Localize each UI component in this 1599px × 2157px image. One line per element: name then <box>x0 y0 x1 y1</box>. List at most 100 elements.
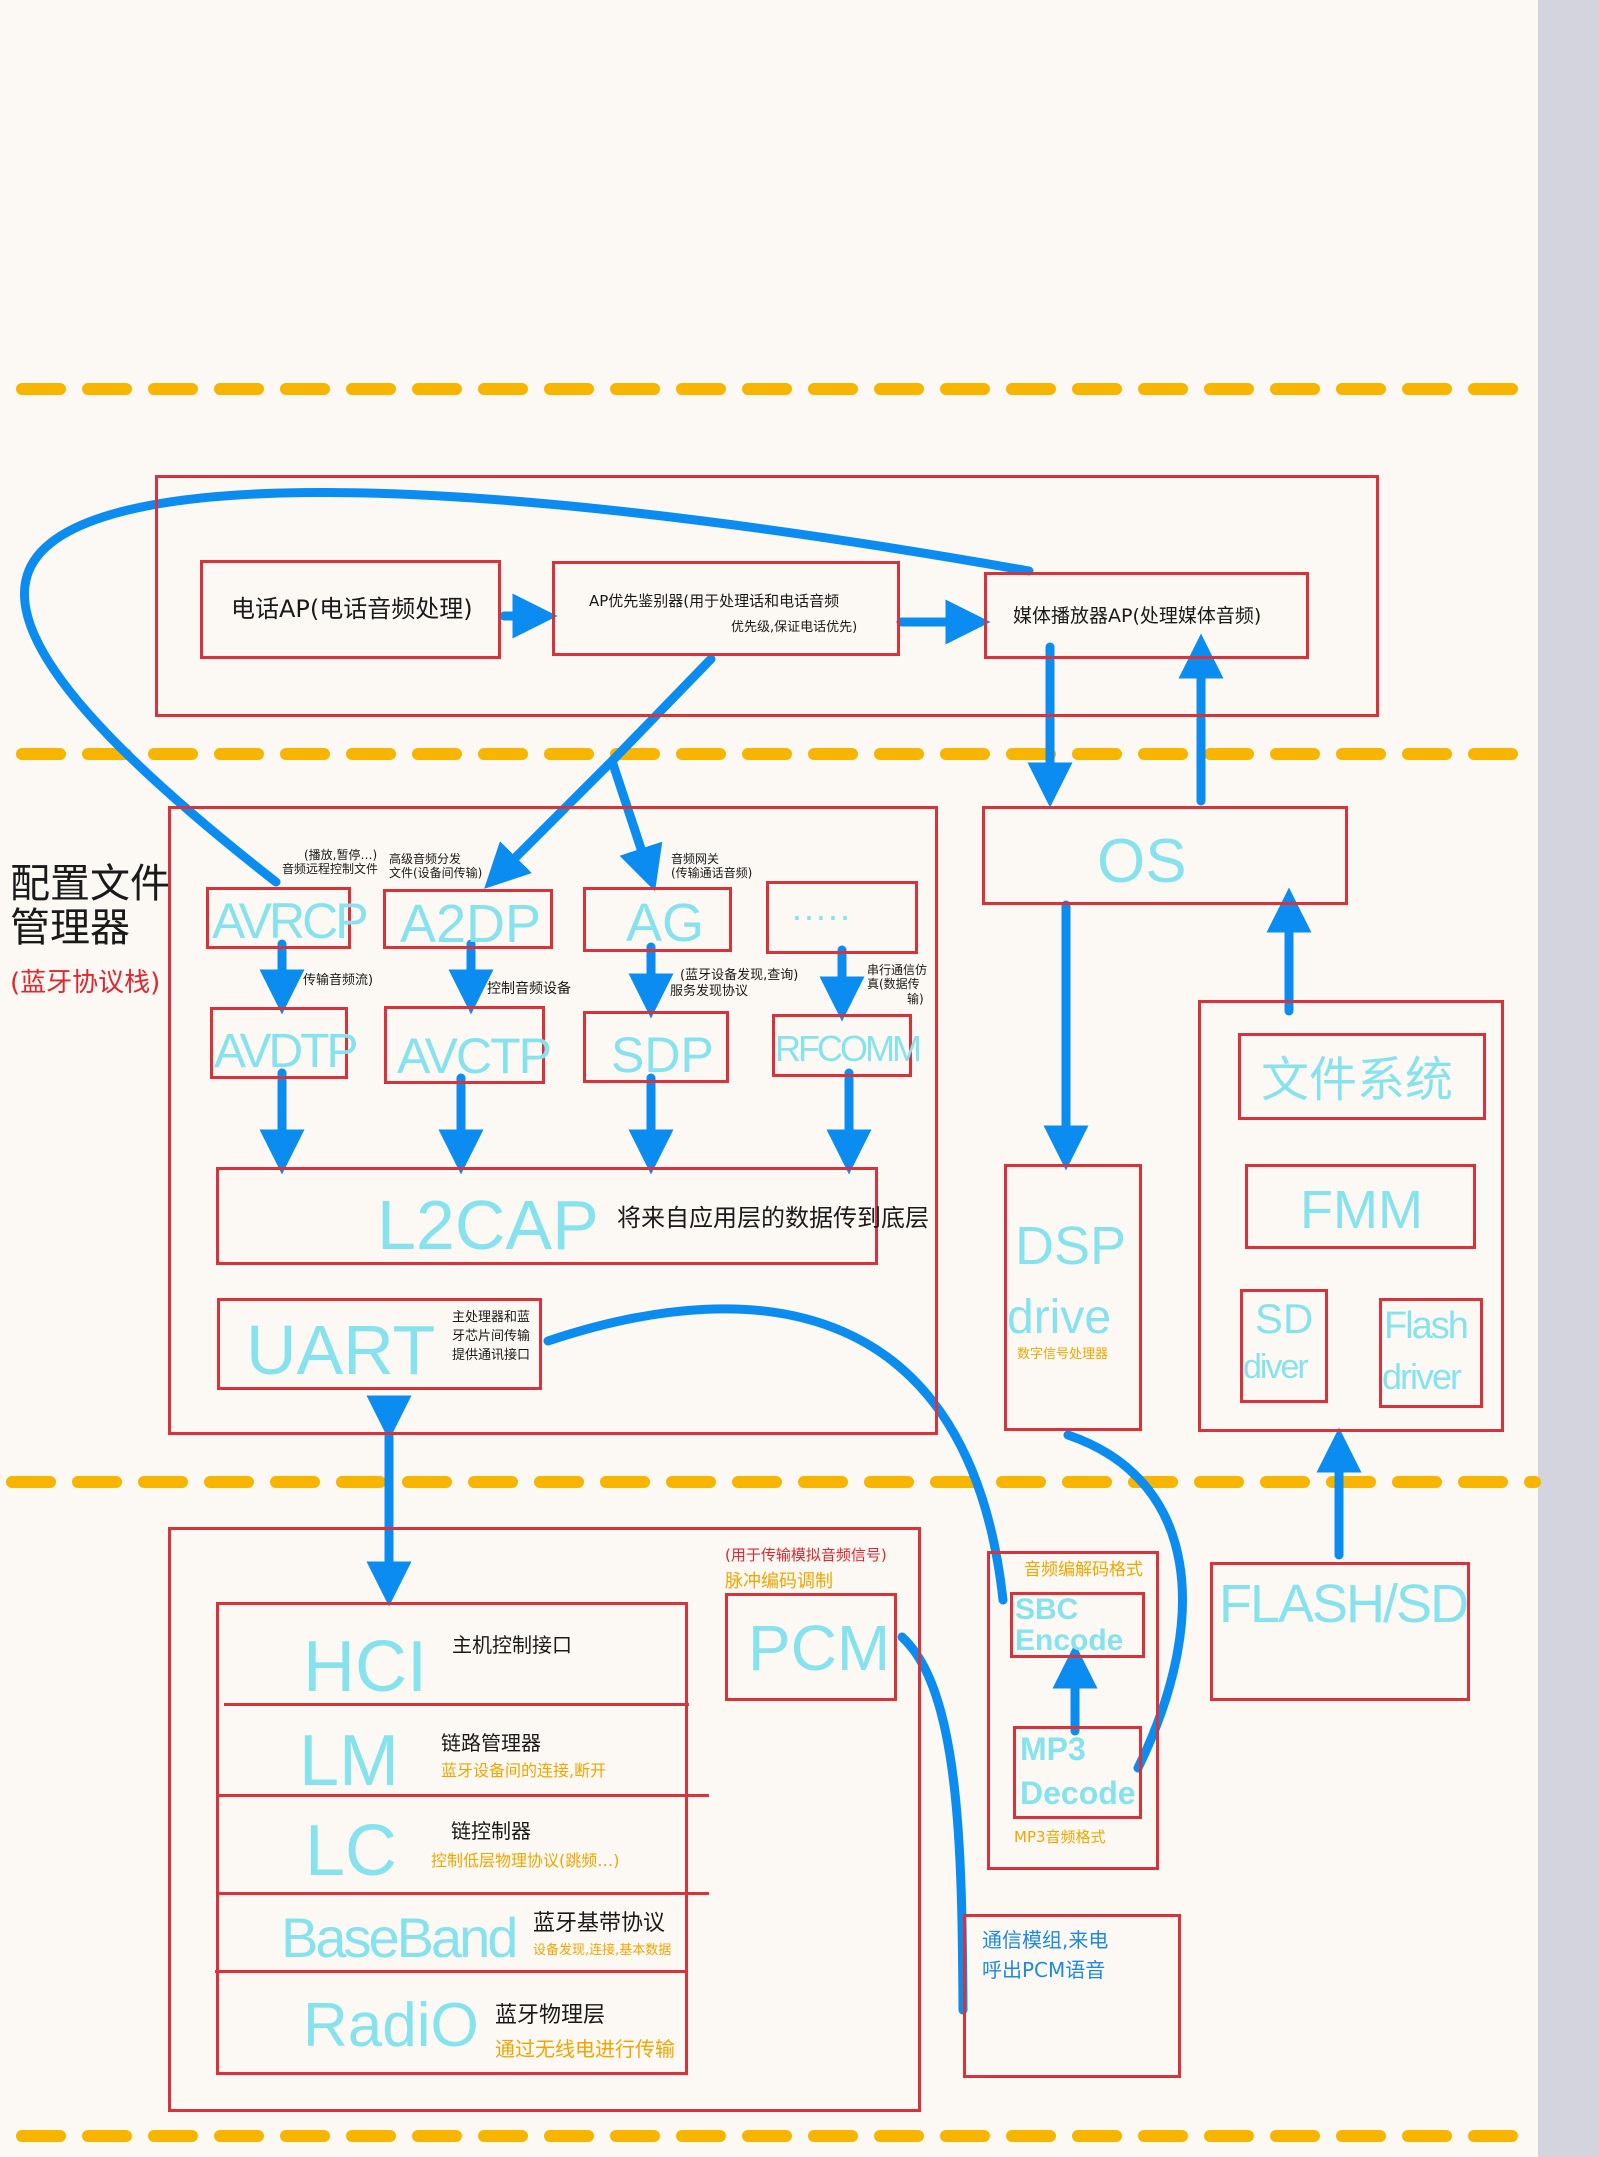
lm-label: LM <box>299 1721 400 1801</box>
hci-stack-box: HCI 主机控制接口 LM 链路管理器 蓝牙设备间的连接,断开 LC 链控制器 … <box>215 1602 709 2075</box>
comm-note-2: 呼出PCM语音 <box>982 1958 1106 1982</box>
ag-note-2: (传输通话音频) <box>671 866 753 881</box>
lc-note-2: 控制低层物理协议(跳频…) <box>431 1851 620 1870</box>
profile-manager-subtitle: (蓝牙协议栈) <box>10 968 161 998</box>
uart-label: UART <box>246 1311 436 1389</box>
dsp-note: 数字信号处理器 <box>1017 1347 1109 1362</box>
rfcomm-box: RFCOMM <box>772 1014 922 1077</box>
uart-box: UART 主处理器和蓝牙芯片间传输提供通讯接口 <box>217 1298 542 1390</box>
mp3-decode-box: MP3 Decode <box>1013 1726 1142 1819</box>
codec-box: 音频编解码格式 MP3音频格式 <box>987 1551 1159 1870</box>
rfcomm-note-1: 串行通信仿 <box>867 963 928 977</box>
avctp-box: AVCTP <box>384 1006 552 1084</box>
avctp-note: 控制音频设备 <box>487 981 571 997</box>
comm-note-1: 通信模组,来电 <box>982 1928 1109 1952</box>
l2cap-box: L2CAP 将来自应用层的数据传到底层 <box>216 1167 929 1265</box>
avdtp-box: AVDTP <box>210 1007 358 1079</box>
decode-label: Decode <box>1020 1775 1136 1811</box>
sd-driver-label-2: diver <box>1243 1348 1309 1386</box>
a2dp-label: A2DP <box>400 894 542 954</box>
media-player-ap-label: 媒体播放器AP(处理媒体音频) <box>1013 605 1262 627</box>
sbc-label: SBC <box>1015 1593 1079 1626</box>
uart-note-2: 牙芯片间传输 <box>452 1328 531 1344</box>
pcm-note: 脉冲编码调制 <box>725 1571 833 1592</box>
flash-driver-box: Flash driver <box>1379 1298 1483 1408</box>
file-system-group-box <box>1198 1000 1504 1432</box>
lm-note-2: 蓝牙设备间的连接,断开 <box>441 1761 607 1780</box>
avrcp-note-1: (播放,暂停…) <box>304 848 378 862</box>
radio-note-2: 通过无线电进行传输 <box>495 2037 675 2061</box>
pcm-box: PCM <box>725 1593 897 1701</box>
pcm-note-red: (用于传输模拟音频信号) <box>725 1546 887 1564</box>
radio-note: 蓝牙物理层 <box>495 2003 606 2028</box>
avrcp-label: AVRCP <box>212 893 369 949</box>
phone-ap-label: 电话AP(电话音频处理) <box>231 595 473 623</box>
l2cap-label: L2CAP <box>377 1186 599 1264</box>
rfcomm-note-3: 输) <box>907 991 924 1006</box>
rfcomm-note-2: 真(数据传 <box>867 977 920 992</box>
uart-note-3: 提供通讯接口 <box>452 1347 531 1363</box>
ag-label: AG <box>626 893 705 953</box>
sdp-note-2: 服务发现协议 <box>670 983 749 999</box>
mp3-note: MP3音频格式 <box>1014 1828 1106 1846</box>
comm-note: 通信模组,来电呼出PCM语音 <box>982 1925 1108 1985</box>
flash-driver-label-1: Flash <box>1384 1305 1469 1347</box>
fmm-label: FMM <box>1300 1180 1423 1240</box>
media-player-ap-box: 媒体播放器AP(处理媒体音频) <box>984 572 1309 659</box>
controller-layer-box <box>168 1527 921 2112</box>
baseband-label: BaseBand <box>281 1906 518 1969</box>
phone-ap-box: 电话AP(电话音频处理) <box>200 560 501 659</box>
baseband-divider <box>215 1970 687 1973</box>
curve-pcm-to-comm <box>897 1632 968 2015</box>
more-profiles-box: ····· <box>766 881 918 954</box>
hci-divider <box>224 1703 689 1706</box>
lm-divider <box>219 1794 709 1797</box>
sd-driver-label-1: SD <box>1255 1295 1314 1342</box>
arrow-avrcp-to-media-player <box>20 487 1034 887</box>
dsp-label: DSP <box>1015 1216 1127 1276</box>
lm-note: 链路管理器 <box>441 1731 541 1755</box>
a2dp-note: 高级音频分发文件(设备间传输) <box>389 852 482 881</box>
sdp-note: (蓝牙设备发现,查询)服务发现协议 <box>670 968 798 999</box>
lc-divider <box>219 1892 709 1895</box>
uart-note-1: 主处理器和蓝 <box>452 1310 531 1325</box>
baseband-note: 蓝牙基带协议 <box>533 1911 666 1936</box>
pcm-label: PCM <box>748 1612 891 1684</box>
radio-label: RadiO <box>303 1991 479 2060</box>
profile-manager-title: 配置文件管理器 <box>10 861 170 951</box>
flash-sd-label: FLASH/SD <box>1219 1574 1469 1634</box>
codec-note: 音频编解码格式 <box>1024 1560 1143 1580</box>
baseband-note-2: 设备发现,连接,基本数据 <box>533 1943 672 1958</box>
a2dp-note-1: 高级音频分发 <box>389 852 462 866</box>
encode-label: Encode <box>1015 1624 1124 1657</box>
a2dp-box: A2DP <box>383 889 553 954</box>
app-layer-box <box>155 475 1379 717</box>
arrow-arbiter-to-ag <box>607 756 663 892</box>
a2dp-note-2: 文件(设备间传输) <box>389 866 483 881</box>
sdp-box: SDP <box>583 1011 729 1083</box>
rfcomm-note: 串行通信仿真(数据传输) <box>867 963 927 1006</box>
priority-arbiter-label: AP优先鉴别器(用于处理话和电话音频 <box>589 592 840 610</box>
avdtp-label: AVDTP <box>214 1025 358 1078</box>
lc-label: LC <box>305 1811 398 1891</box>
flash-driver-label-2: driver <box>1382 1356 1462 1397</box>
priority-arbiter-box: AP优先鉴别器(用于处理话和电话音频 优先级,保证电话优先) <box>552 561 900 656</box>
avdtp-note: 传输音频流) <box>303 973 374 988</box>
hci-label: HCI <box>303 1627 427 1707</box>
os-label: OS <box>1097 827 1187 896</box>
avrcp-note: (播放,暂停…)音频远程控制文件 <box>282 848 378 877</box>
l2cap-note: 将来自应用层的数据传到底层 <box>617 1204 929 1232</box>
ag-box: AG <box>583 887 732 952</box>
avrcp-box: AVRCP <box>206 887 369 949</box>
sd-driver-box: SD diver <box>1240 1289 1328 1403</box>
sdp-label: SDP <box>611 1027 714 1083</box>
file-system-box: 文件系统 <box>1238 1033 1486 1120</box>
avctp-label: AVCTP <box>397 1028 552 1084</box>
bluetooth-stack-box <box>168 806 938 1435</box>
ag-note: 音频网关(传输通话音频) <box>671 852 752 881</box>
curve-uart-to-sbc <box>543 1304 1008 1605</box>
file-system-label: 文件系统 <box>1261 1052 1454 1108</box>
sdp-note-1: (蓝牙设备发现,查询) <box>680 968 799 983</box>
priority-arbiter-label-2: 优先级,保证电话优先) <box>731 620 858 635</box>
rfcomm-label: RFCOMM <box>775 1028 922 1069</box>
